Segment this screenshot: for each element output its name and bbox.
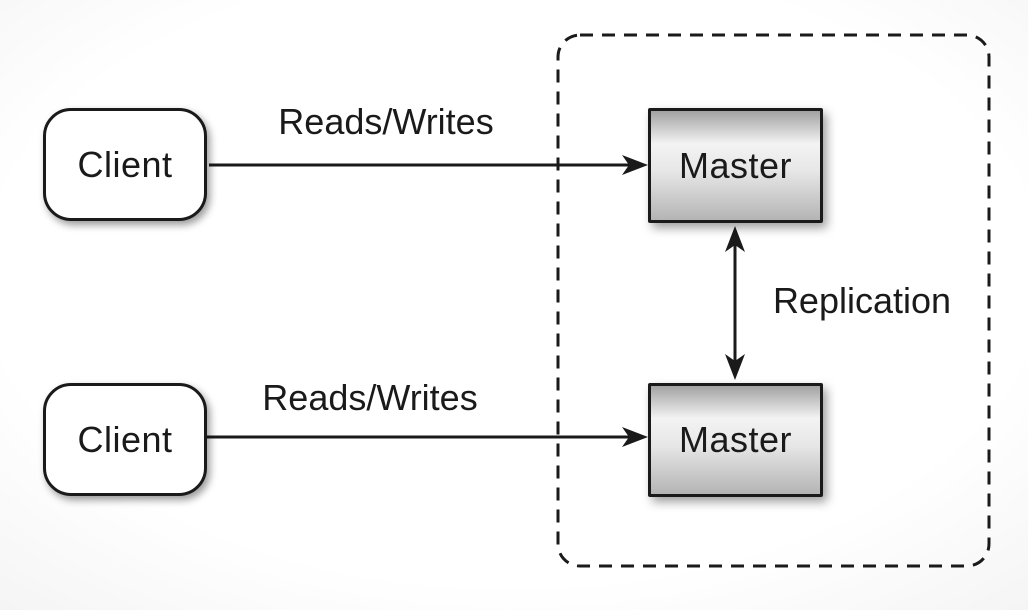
- arrow-reads-writes-bottom: [206, 427, 648, 447]
- arrow-reads-writes-top: [209, 155, 648, 175]
- edge-label-reads-writes-top: Reads/Writes: [278, 101, 494, 142]
- node-master-top: Master: [648, 108, 823, 223]
- edge-label-replication: Replication: [772, 280, 952, 321]
- node-master-top-label: Master: [678, 144, 793, 186]
- node-client-top: Client: [43, 108, 207, 221]
- arrow-replication: [725, 226, 745, 380]
- node-client-bottom-label: Client: [77, 418, 173, 460]
- edge-label-reads-writes-bottom: Reads/Writes: [262, 377, 478, 418]
- node-client-bottom: Client: [43, 383, 207, 496]
- node-master-bottom-label: Master: [678, 419, 793, 460]
- node-client-top-label: Client: [77, 143, 173, 185]
- node-master-bottom: Master: [648, 383, 823, 497]
